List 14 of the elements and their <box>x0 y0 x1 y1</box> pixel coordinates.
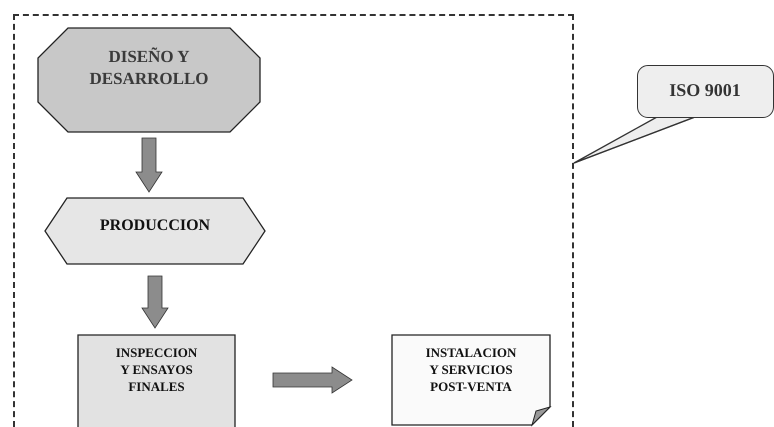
block-arrow <box>141 276 169 329</box>
callout-bubble <box>637 65 774 118</box>
node-label: INSTALACION Y SERVICIOS POST-VENTA <box>424 345 518 396</box>
block-arrow <box>272 366 353 394</box>
process-box <box>78 335 235 427</box>
hexagon-node <box>45 198 265 264</box>
document-shape <box>392 335 550 425</box>
dashed-boundary <box>13 14 574 427</box>
node-label: INSPECCION Y ENSAYOS FINALES <box>114 345 198 396</box>
node-label: ISO 9001 <box>668 79 742 102</box>
octagon-node <box>38 28 260 132</box>
block-arrow <box>135 138 163 193</box>
node-label: DISEÑO Y DESARROLLO <box>88 46 210 90</box>
node-label: PRODUCCION <box>98 216 212 236</box>
